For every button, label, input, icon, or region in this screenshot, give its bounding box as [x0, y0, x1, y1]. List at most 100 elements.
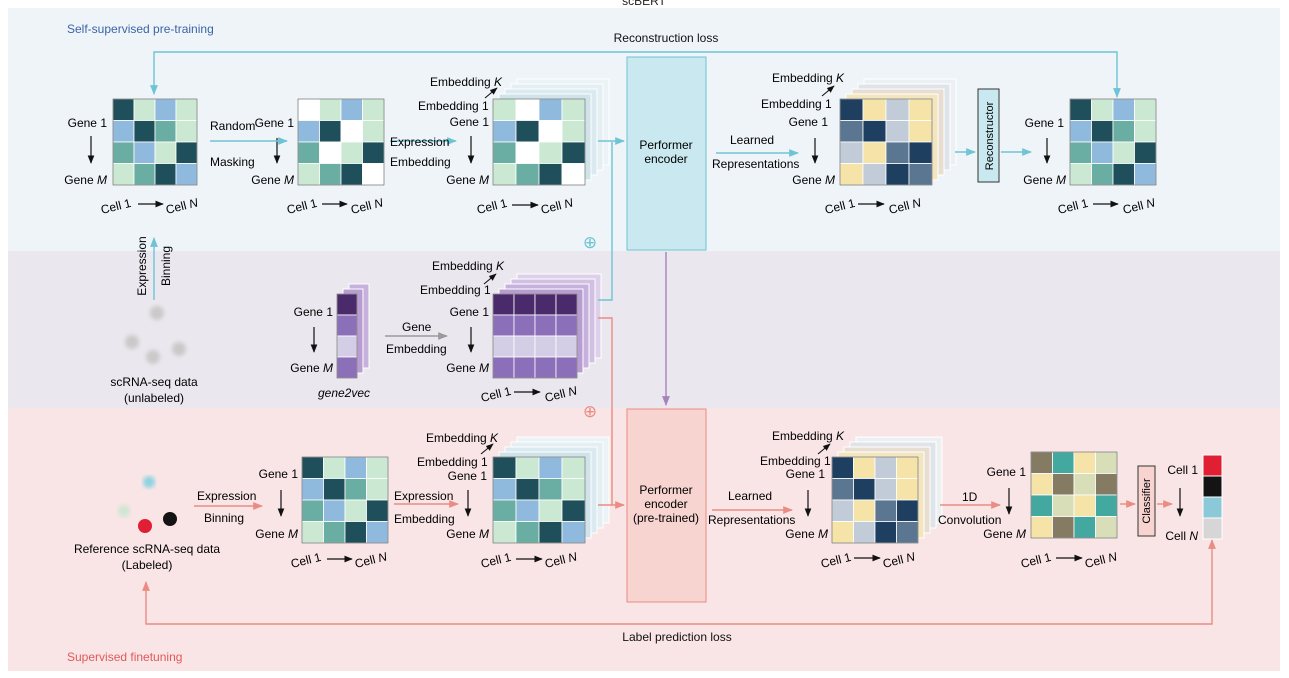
labeled-embedding-stack	[492, 436, 610, 544]
gene-1-label: Gene 1	[450, 115, 490, 129]
matrix-cell	[1052, 516, 1075, 539]
embedding-1-label: Embedding 1	[418, 99, 489, 113]
unlabeled-data-line1: scRNA-seq data	[110, 375, 198, 389]
reconstructor-label: Reconstructor	[984, 101, 996, 170]
cell-1-label: Cell 1	[1167, 463, 1198, 477]
matrix-cell	[112, 141, 135, 164]
conv-1d-label: 1D	[962, 490, 978, 504]
matrix-cell	[1134, 120, 1157, 143]
matrix-cell	[1073, 494, 1096, 517]
matrix-cell	[874, 499, 897, 522]
cell-prefix: Cell	[887, 198, 914, 217]
gene-1-label: Gene 1	[255, 116, 295, 130]
matrix-cell	[175, 163, 198, 186]
matrix-cell	[340, 141, 363, 164]
matrix-cell	[561, 521, 586, 544]
label-prediction-loss-label: Label prediction loss	[622, 630, 731, 644]
matrix-border	[112, 98, 198, 186]
matrix-cell	[831, 456, 854, 479]
gene-prefix: Gene	[983, 527, 1016, 541]
matrix-cell	[1091, 120, 1114, 143]
matrix-cell	[1091, 98, 1114, 121]
matrix-border	[492, 456, 586, 544]
labeled-cell	[118, 505, 130, 517]
embedding-k-label: Embedding K	[772, 71, 845, 85]
matrix-cell	[154, 120, 177, 143]
matrix-cell	[336, 335, 358, 358]
matrix-cell	[1112, 120, 1135, 143]
matrix-cell	[1073, 473, 1096, 496]
matrix-cell	[896, 499, 919, 522]
embedding-axis-arrow	[480, 443, 494, 455]
finetune-expression-embedding-label1: Expression	[394, 489, 453, 503]
matrix-cell	[896, 478, 919, 501]
matrix-cell	[513, 293, 536, 316]
plus-symbol-top: ⊕	[583, 233, 597, 252]
unlabeled-cell	[146, 350, 160, 364]
gene-prefix: Gene	[446, 173, 479, 187]
matrix-cell	[301, 456, 324, 479]
gene-prefix: Gene	[290, 361, 323, 375]
matrix-cell	[908, 141, 933, 164]
matrix-border	[831, 456, 919, 544]
matrix-cell	[154, 141, 177, 164]
embedding-prefix: Embedding	[772, 71, 836, 85]
cell-prefix: Cell	[881, 552, 908, 571]
matrix-cell	[1069, 120, 1092, 143]
cell-n-label: Cell N	[1165, 529, 1198, 543]
unlabeled-cell	[150, 306, 164, 320]
unlabeled-data-line2: (unlabeled)	[124, 391, 184, 405]
matrix-cell	[908, 120, 933, 143]
matrix-cell	[344, 478, 367, 501]
finetune-expression-label: Expression	[197, 489, 256, 503]
matrix-cell	[340, 98, 363, 121]
matrix-cell	[344, 456, 367, 479]
gene-m-label: Gene M	[785, 527, 828, 541]
matrix-cell	[862, 163, 887, 186]
matrix-axis-labels: Gene 1 Gene M Cell 1 Cell N Gene 1 Gene …	[64, 71, 1198, 571]
matrix-cell	[561, 456, 586, 479]
gene-embedding-stack	[492, 273, 602, 379]
labeled-data-line2: (Labeled)	[122, 558, 173, 572]
matrix-cell	[538, 98, 563, 121]
gene-m-label: Gene M	[64, 173, 107, 187]
matrix-cell	[362, 141, 385, 164]
matrix-cell	[1091, 163, 1114, 186]
matrix-cell	[515, 456, 540, 479]
embedding-1-label: Embedding 1	[417, 455, 488, 469]
matrix-border	[301, 456, 389, 544]
matrix-cell	[1069, 141, 1092, 164]
embedding-k-label: Embedding K	[426, 431, 499, 445]
gene-m-italic: M	[288, 527, 298, 541]
gene-prefix: Gene	[446, 361, 479, 375]
embedding-1-label: Embedding 1	[420, 283, 491, 297]
matrix-cell	[874, 521, 897, 544]
gene-m-label: Gene M	[446, 361, 489, 375]
embedding-k-label: Embedding K	[772, 429, 845, 443]
expression-embedding-stack	[492, 78, 610, 186]
matrix-cell	[538, 456, 563, 479]
matrix-cell	[515, 98, 540, 121]
gene-1-label: Gene 1	[68, 116, 108, 130]
cell-n-label: Cell N	[881, 549, 916, 571]
matrix-cell	[133, 163, 156, 186]
matrix-cell	[555, 356, 578, 379]
matrix-cell	[896, 521, 919, 544]
binning-vertical-binning: Binning	[159, 246, 173, 286]
matrix-cell	[133, 141, 156, 164]
cell-prefix: Cell	[349, 198, 376, 217]
cell-n-italic: N	[1107, 549, 1119, 565]
labeled-cell	[163, 512, 177, 526]
finetune-binning-label: Binning	[204, 511, 244, 525]
matrix-cell	[492, 478, 517, 501]
matrix-cell	[154, 163, 177, 186]
expression-label: Expression	[390, 135, 449, 149]
matrix-cell	[515, 120, 540, 143]
embedding-k-italic: K	[494, 75, 503, 89]
conv-label: Convolution	[938, 513, 1001, 527]
matrix-cell	[853, 521, 876, 544]
gene-1-label: Gene 1	[450, 305, 490, 319]
masked-expression-matrix	[297, 98, 385, 186]
reconstruction-loss-loop	[150, 51, 1121, 98]
embedding-k-label: Embedding K	[430, 75, 503, 89]
